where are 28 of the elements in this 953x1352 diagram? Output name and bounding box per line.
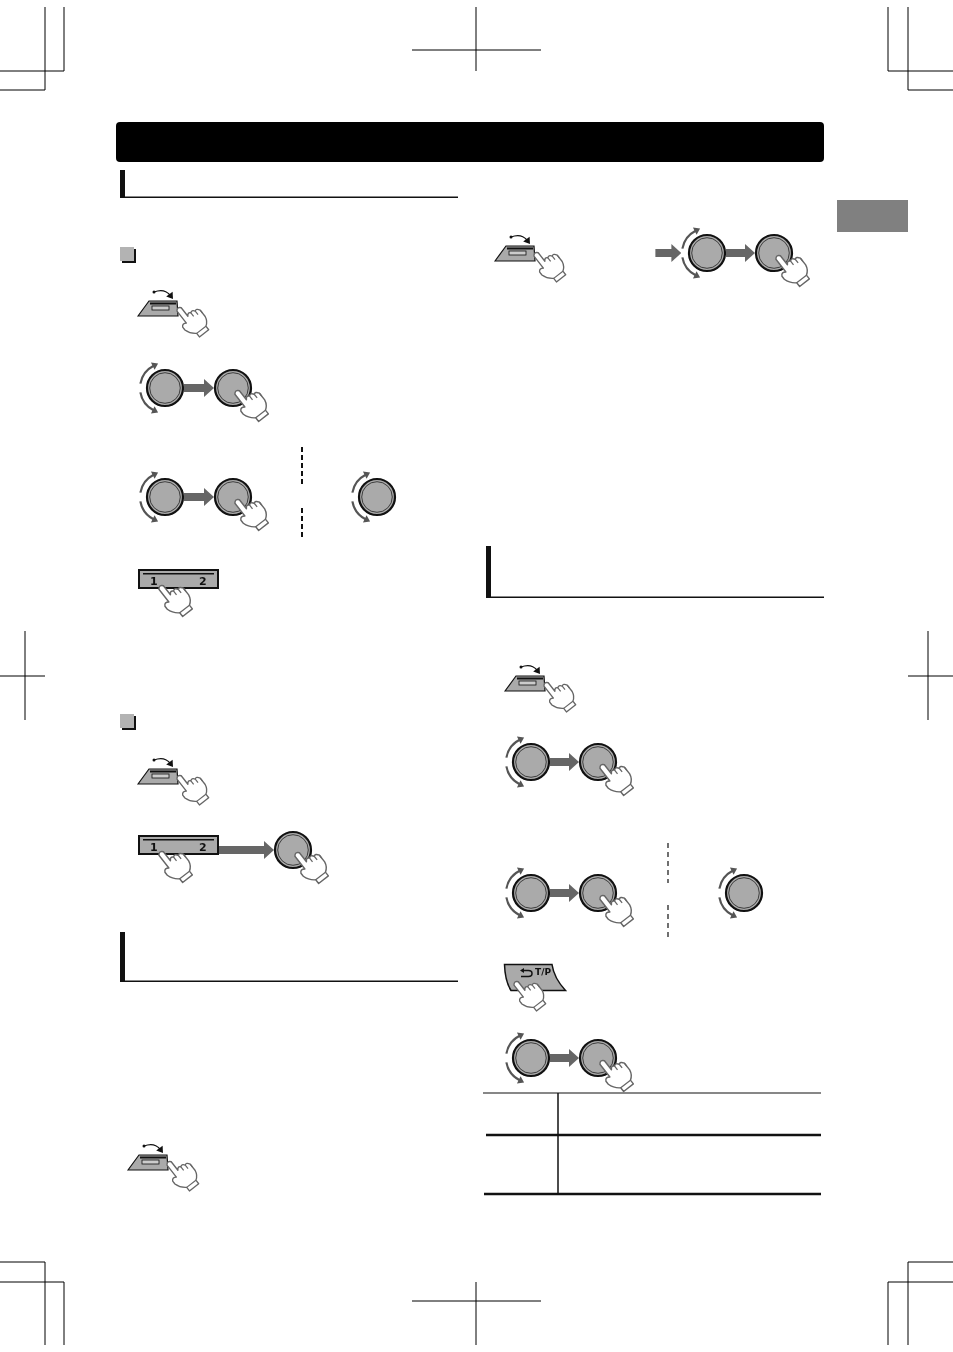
arrow [726,244,755,262]
knob-press-icon [754,233,811,288]
knob-press-icon [578,873,635,928]
knob-press-icon [578,742,635,797]
arrow [184,488,214,506]
arrow [219,841,274,859]
button-number: 2 [199,576,207,587]
button-number: 1 [150,842,158,853]
button-label: T/P [535,968,552,977]
preset-button [138,569,219,589]
button-number: 1 [150,576,158,587]
knob-press-icon [273,830,330,885]
arrow [550,753,579,771]
knob-rotate-icon [505,1032,551,1084]
knob-rotate-icon [505,736,551,788]
arrow [550,1049,579,1067]
knob-rotate-icon [139,471,185,523]
knob-press-icon [213,368,270,423]
knob-rotate-icon [681,227,727,279]
knob-press-icon [578,1038,635,1093]
arrow [184,379,214,397]
knob-rotate-icon [505,867,551,919]
knob-rotate-icon [139,362,185,414]
return-button [503,963,567,992]
knob-press-icon [213,477,270,532]
preset-button [138,835,219,855]
arrow [550,884,579,902]
button-number: 2 [199,842,207,853]
